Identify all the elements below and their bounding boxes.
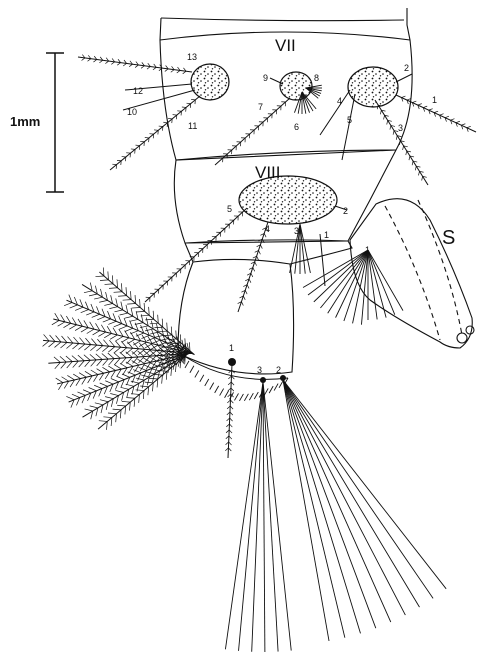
seg7-plate-right bbox=[348, 67, 398, 107]
seg7-seta-2: 2 bbox=[404, 63, 409, 73]
seg7-seta-11: 11 bbox=[188, 121, 197, 131]
siphon-seta-1: 1 bbox=[365, 245, 370, 255]
seg8-seta-2: 2 bbox=[343, 206, 348, 216]
seg7-seta-13: 13 bbox=[187, 52, 197, 62]
seg7-seta-8: 8 bbox=[314, 73, 319, 83]
scale-bar bbox=[46, 53, 64, 192]
seg7-seta-1: 1 bbox=[432, 95, 437, 105]
scale-bar-label: 1mm bbox=[10, 114, 40, 129]
seg7-seta-7: 7 bbox=[258, 102, 263, 112]
seg7-plate-mid bbox=[280, 72, 312, 100]
seg8-seta-4: 4 bbox=[265, 224, 270, 234]
anal-seta-3: 3 bbox=[257, 365, 262, 375]
seg7-seta-9: 9 bbox=[263, 73, 268, 83]
seg7-plate-left bbox=[191, 64, 229, 100]
seg7-seta-3: 3 bbox=[398, 123, 403, 133]
siphon-outline bbox=[350, 199, 474, 348]
segment-viii-label: VIII bbox=[255, 163, 281, 182]
seg8-seta-3: 3 bbox=[294, 226, 299, 236]
anal-brush-base bbox=[184, 356, 288, 379]
seg7-seta-6: 6 bbox=[294, 122, 299, 132]
plumose-setae bbox=[43, 55, 476, 458]
anal-seta-4: 4 bbox=[182, 342, 187, 352]
seg8-seta-1: 1 bbox=[324, 230, 329, 240]
anal-segment-outline bbox=[178, 240, 352, 374]
segment-vii-label: VII bbox=[275, 36, 296, 55]
seg7-seta-5: 5 bbox=[347, 115, 352, 125]
seg8-seta-5: 5 bbox=[227, 204, 232, 214]
seg7-seta-10: 10 bbox=[127, 107, 137, 117]
seg8-comb-plate bbox=[239, 176, 337, 224]
anal-seta-1: 1 bbox=[229, 343, 234, 353]
seg7-seta-4: 4 bbox=[337, 96, 342, 106]
anal-seta-2: 2 bbox=[276, 365, 281, 375]
siphon-label: S bbox=[442, 227, 455, 249]
seg7-seta-12: 12 bbox=[133, 86, 143, 96]
